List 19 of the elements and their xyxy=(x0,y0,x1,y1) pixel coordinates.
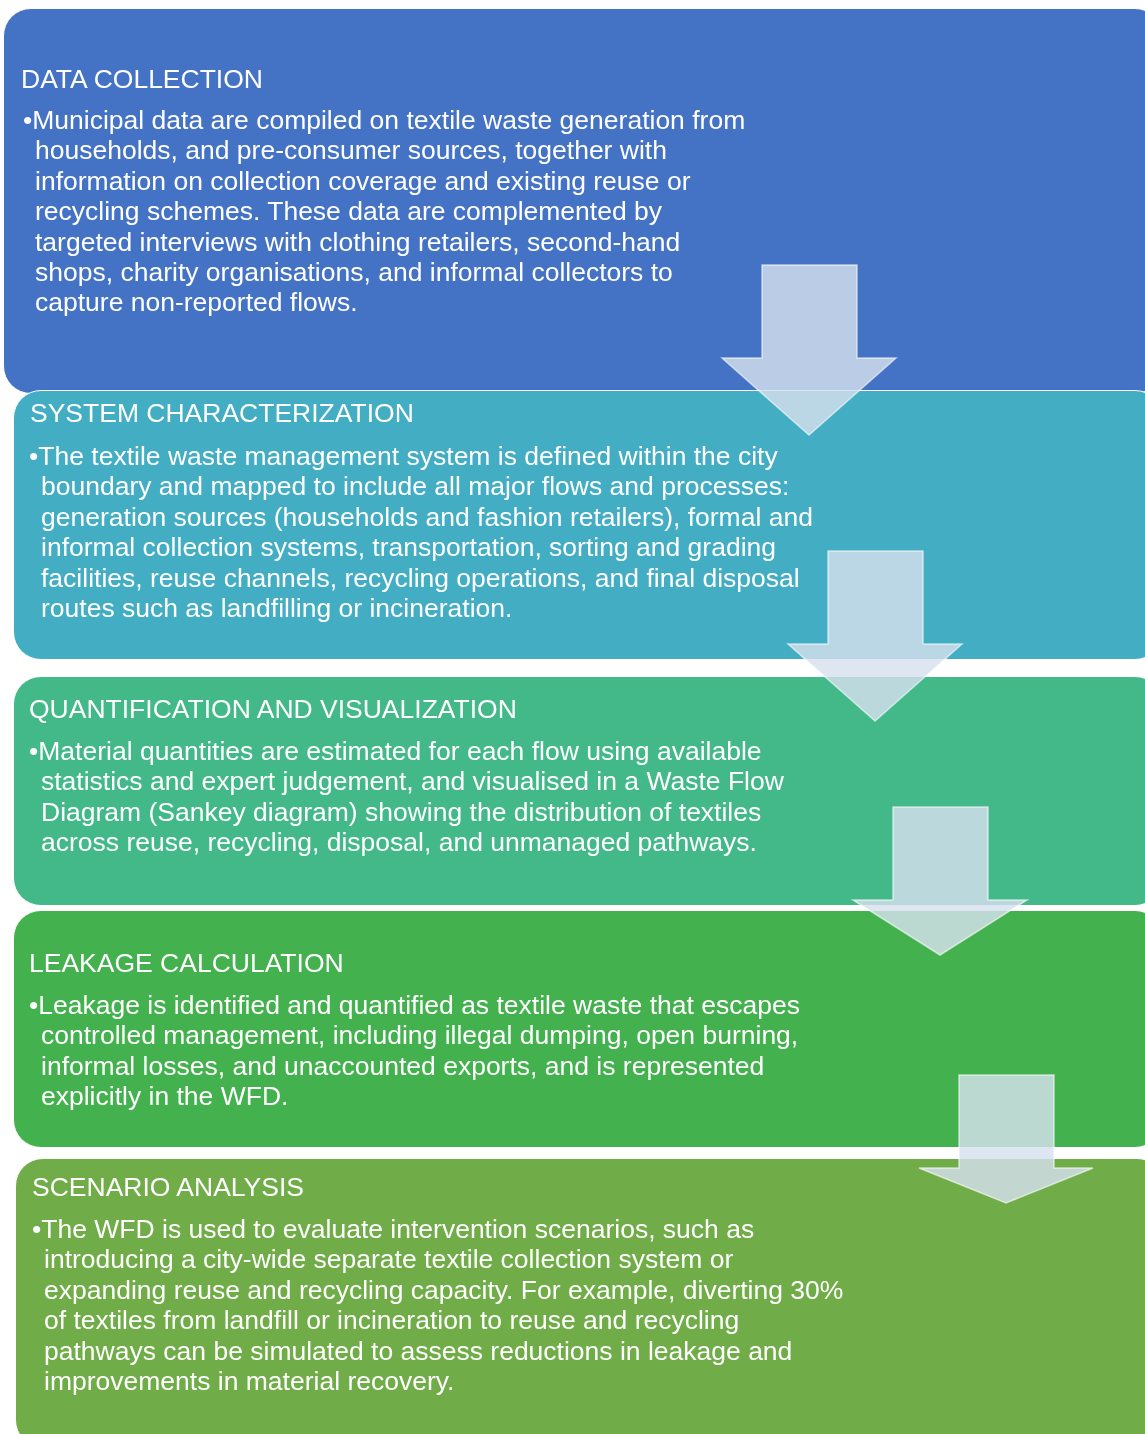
step-description: •Material quantities are estimated for each flow using available statistics and expert judgement, and visualised in a Waste Flow Diagram (Sankey diagram) showing the distribution of textiles across reuse, recycling, disposal, and unmanaged pathways. xyxy=(29,736,785,858)
step-heading: SYSTEM CHARACTERIZATION xyxy=(30,398,414,429)
step-panel xyxy=(13,390,1145,660)
step-description: •The textile waste management system is defined within the city boundary and mapped to include all major flows and processes: generation sources (households and fashion retailers), formal and informal collection systems, transportation, sorting and grading facilities, reuse channels, recycling operations, and final disposal routes such as landfilling or incineration. xyxy=(29,441,814,624)
step-heading: LEAKAGE CALCULATION xyxy=(29,948,344,979)
step-heading: DATA COLLECTION xyxy=(21,64,263,95)
step-heading: QUANTIFICATION AND VISUALIZATION xyxy=(29,694,517,725)
step-description: •Municipal data are compiled on textile waste generation from households, and pre-consumer sources, together with information on collection coverage and existing reuse or recycling schemes. These data are complemented by targeted interviews with clothing retailers, second-hand shops, charity organisations, and informal collectors to capture non-reported flows. xyxy=(23,105,747,318)
step-panel xyxy=(3,8,1145,394)
block-arrow xyxy=(918,1074,1094,1204)
step-panel xyxy=(15,1158,1145,1434)
step-heading: SCENARIO ANALYSIS xyxy=(32,1172,304,1203)
step-description: •Leakage is identified and quantified as textile waste that escapes controlled management, including illegal dumping, open burning, informal losses, and unaccounted exports, and is represented explicitly in the WFD. xyxy=(29,990,801,1112)
block-arrow xyxy=(850,806,1030,956)
block-arrow xyxy=(720,264,898,436)
step-description: •The WFD is used to evaluate intervention scenarios, such as introducing a city-wide separate textile collection system or expanding reuse and recycling capacity. For example, diverting 30% of textiles from landfill or incineration to reuse and recycling pathways can be simulated to assess reductions in leakage and improvements in material recovery. xyxy=(32,1214,845,1397)
step-panel xyxy=(13,910,1145,1148)
block-arrow xyxy=(786,550,964,722)
step-panel xyxy=(13,676,1145,906)
